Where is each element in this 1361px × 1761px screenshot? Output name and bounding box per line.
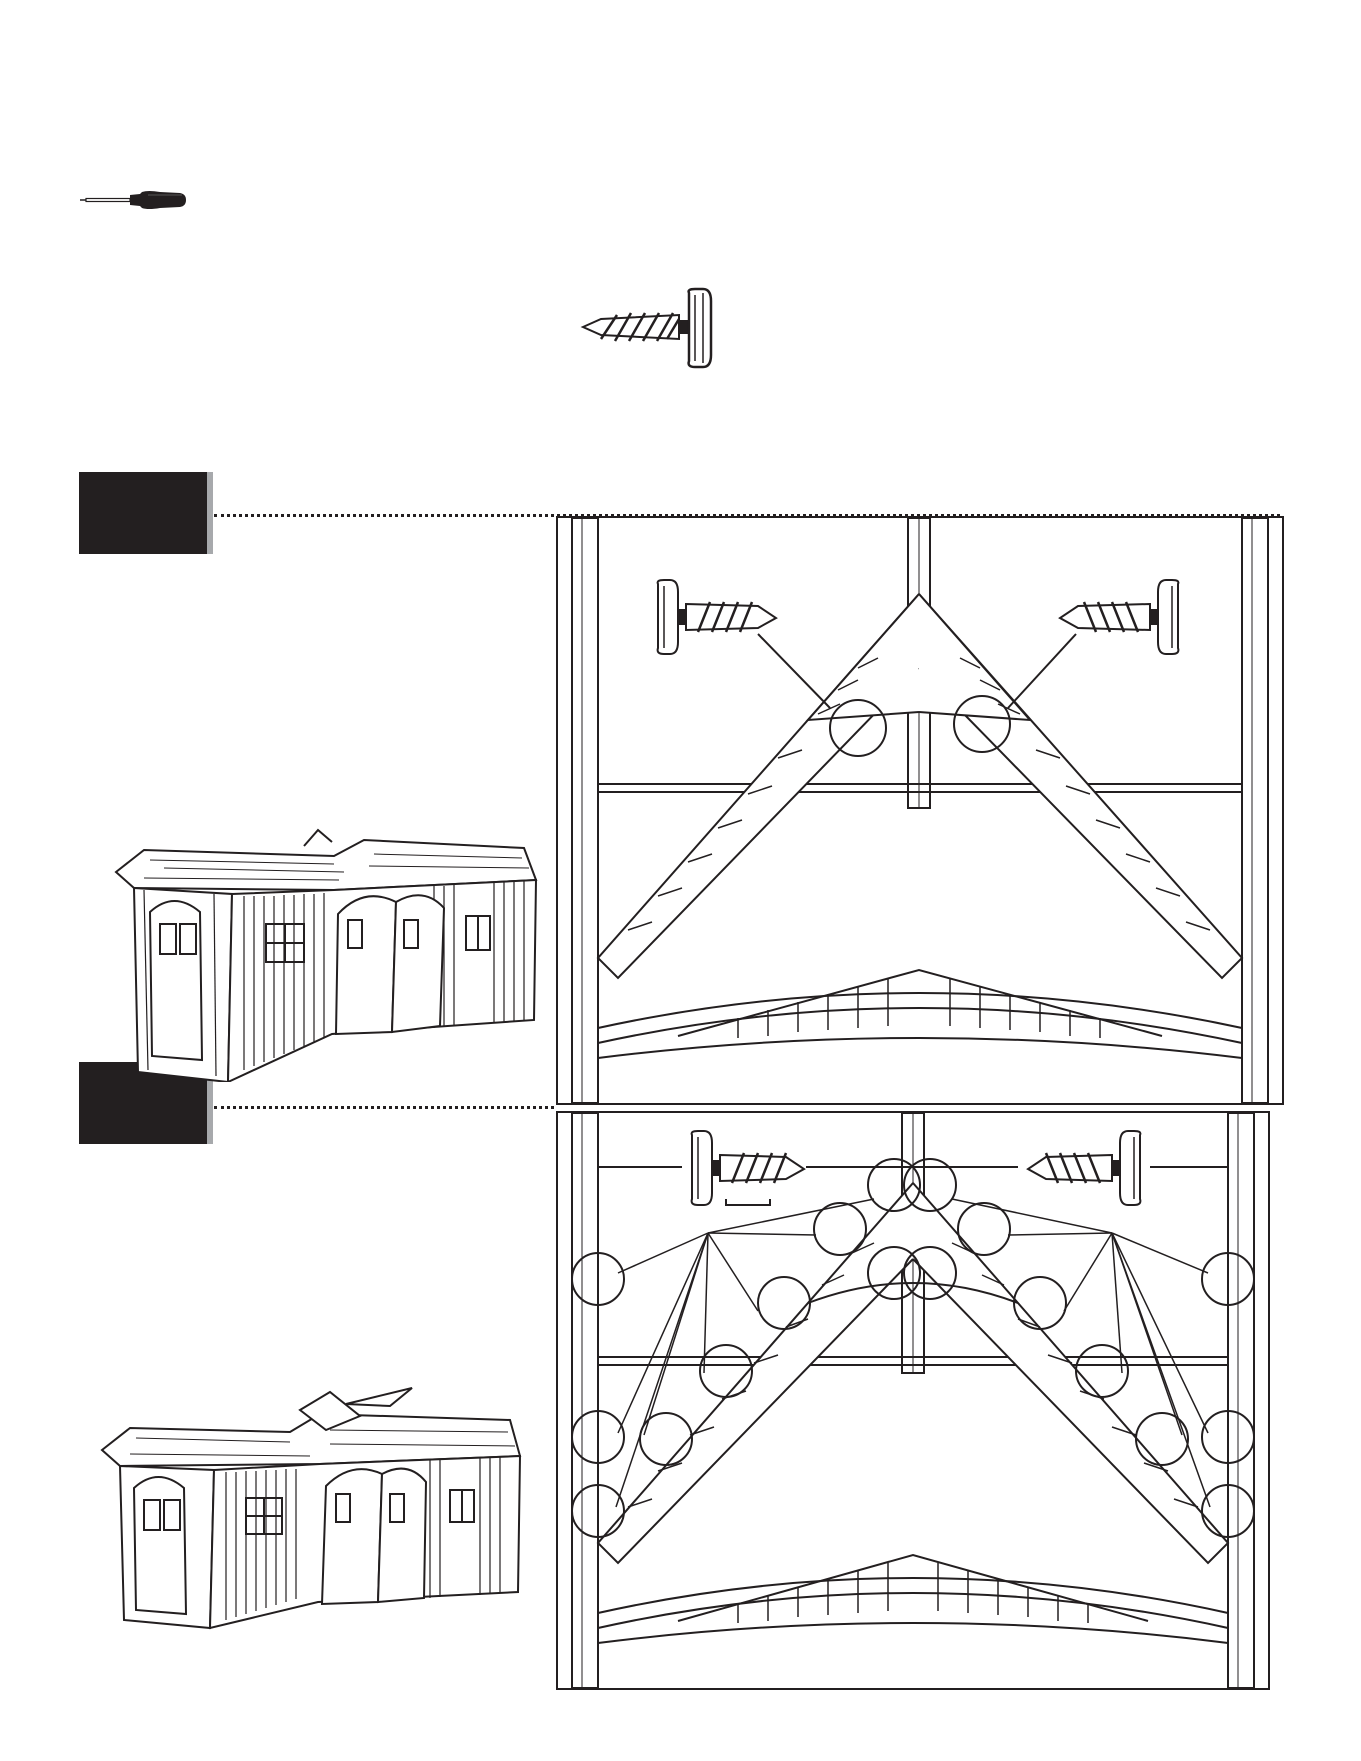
step-number-block-1 [79, 472, 207, 554]
step-divider-2 [214, 1106, 554, 1109]
shed-illustration-step-2 [90, 1370, 530, 1630]
roof-truss-detail-panel-2 [556, 1111, 1270, 1690]
screw-icon [579, 287, 715, 369]
roof-truss-detail-panel-1 [556, 516, 1284, 1105]
screwdriver-icon [78, 189, 188, 211]
shed-illustration-step-1 [104, 820, 544, 1082]
